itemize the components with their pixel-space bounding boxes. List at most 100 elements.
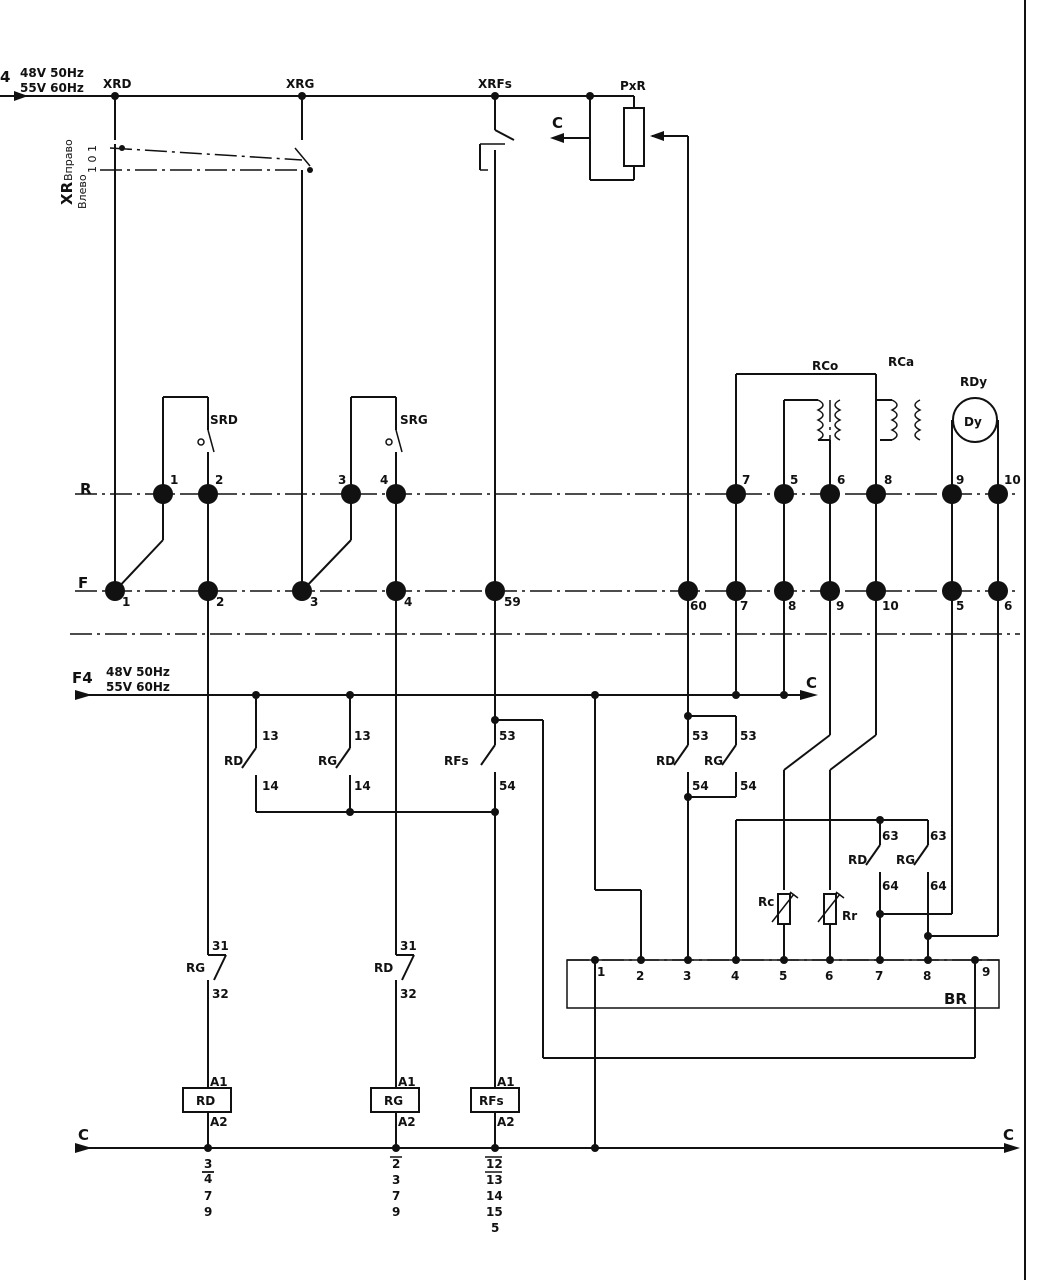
br-box: [566, 959, 1000, 1009]
f-bus: F 1 2 3 4 59 60 7 8 9 10 5 6: [75, 574, 1020, 613]
ref-rd-1: 4: [204, 1172, 212, 1186]
r-term-4: 4: [380, 473, 388, 487]
rg-int-name: RG: [186, 961, 205, 975]
rfs-53: 53: [499, 729, 516, 743]
rd-32: 32: [400, 987, 417, 1001]
br-pin-1: 1: [597, 965, 605, 979]
br-pin-3: 3: [683, 969, 691, 983]
f-term-8: 8: [788, 599, 796, 613]
br-block: BR 1 2 3 4 5 6 7 8 9: [566, 956, 1000, 1009]
br-pin-5: 5: [779, 969, 787, 983]
r-term-1: 1: [170, 473, 178, 487]
rfs-54: 54: [499, 779, 516, 793]
mid-supply: F4 48V 50Hz 55V 60Hz C: [72, 591, 818, 700]
rg-13: 13: [354, 729, 371, 743]
rd-14: 14: [262, 779, 279, 793]
r-term-5: 5: [790, 473, 798, 487]
pot-body: [623, 107, 645, 167]
r-term-7: 7: [742, 473, 750, 487]
dy-label: Dy: [964, 415, 982, 429]
br-pin-8: 8: [923, 969, 931, 983]
rg3-name: RG: [896, 853, 915, 867]
pot-c-label: C: [552, 114, 563, 132]
rg3-64: 64: [930, 879, 947, 893]
rd2-name: RD: [656, 754, 675, 768]
ref-rfs-3: 15: [486, 1205, 503, 1219]
relay-rd: A1 RD A2: [182, 1075, 232, 1148]
f-bus-label: F: [78, 574, 88, 592]
ref-rd-0: 3: [204, 1157, 212, 1171]
rd-rg-contact-63-64: 63 63 RD RG 64 64: [735, 591, 999, 960]
ref-rfs-1: 13: [486, 1173, 503, 1187]
br-pin-4: 4: [731, 969, 739, 983]
f-term-4: 4: [404, 595, 412, 609]
relay-rfs: A1 RFs A2: [470, 1075, 520, 1148]
ref-rd-3: 9: [204, 1205, 212, 1219]
f-term-6: 6: [1004, 599, 1012, 613]
xr-label: XR: [58, 181, 76, 205]
top-supply: 4 48V 50Hz 55V 60Hz XRD XRG XRFs: [0, 66, 594, 101]
rdy-label: RDy: [960, 375, 987, 389]
r-term-10: 10: [1004, 473, 1021, 487]
ref-rg-0: 2: [392, 1157, 400, 1171]
supply-mid-line2: 55V 60Hz: [106, 680, 170, 694]
rfs-a1: A1: [497, 1075, 515, 1089]
xr-selector: XR Вправо Влево 1 0 1: [58, 96, 313, 591]
refs-rfs: 12 13 14 15 5: [485, 1156, 503, 1235]
rc-resistor: Rc: [758, 891, 799, 960]
rd-int-name: RD: [374, 961, 393, 975]
r-term-2: 2: [215, 473, 223, 487]
f-term-9: 9: [836, 599, 844, 613]
rg-31: 31: [212, 939, 229, 953]
xrd-label: XRD: [103, 77, 131, 91]
br-pin-9: 9: [982, 965, 990, 979]
f-term-2: 2: [216, 595, 224, 609]
rd3-63: 63: [882, 829, 899, 843]
pot-label: PxR: [620, 79, 646, 93]
srg-switch: SRG: [350, 396, 428, 494]
rd3-name: RD: [848, 853, 867, 867]
rfs-coil-name: RFs: [479, 1094, 504, 1108]
rg2-53: 53: [740, 729, 757, 743]
rg-coil-name: RG: [384, 1094, 403, 1108]
rg-14: 14: [354, 779, 371, 793]
relay-rg: A1 RG A2: [370, 1075, 420, 1148]
xrfs-label: XRFs: [478, 77, 512, 91]
r-term-9: 9: [956, 473, 964, 487]
supply-top-line2: 55V 60Hz: [20, 81, 84, 95]
r-bus: R 1 2 3 4 7 5 6 8 9 10: [75, 473, 1021, 504]
rco-label: RCo: [812, 359, 838, 373]
rfs-name: RFs: [444, 754, 469, 768]
r-bus-label: R: [80, 480, 92, 498]
f-term-1: 1: [122, 595, 130, 609]
rr-resistor: Rr: [817, 891, 857, 960]
f-term-10: 10: [882, 599, 899, 613]
xr-right-label: Вправо: [62, 139, 75, 181]
rg3-63: 63: [930, 829, 947, 843]
xrfs-button: [479, 96, 515, 591]
rd-contact-13-14: 13 RD 14: [224, 695, 279, 812]
mid-c-label: C: [806, 674, 817, 692]
rca-label: RCa: [888, 355, 914, 369]
rg-a2: A2: [398, 1115, 416, 1129]
srg-label: SRG: [400, 413, 428, 427]
f-term-60: 60: [690, 599, 707, 613]
rd3-64: 64: [882, 879, 899, 893]
br-pin-6: 6: [825, 969, 833, 983]
ref-rg-3: 9: [392, 1205, 400, 1219]
r-term-8: 8: [884, 473, 892, 487]
ref-rfs-0: 12: [486, 1157, 503, 1171]
rr-label: Rr: [842, 909, 857, 923]
rfs-contact-53-54: 53 RFs 54: [444, 716, 544, 1058]
ref-rfs-4: 5: [491, 1221, 499, 1235]
supply-top-line1: 48V 50Hz: [20, 66, 84, 80]
rd-31: 31: [400, 939, 417, 953]
rg2-name: RG: [704, 754, 723, 768]
br-pin-7: 7: [875, 969, 883, 983]
rd-rg-contact-53-54: 53 53 RD RG 54 54: [656, 712, 757, 960]
rd-a1: A1: [210, 1075, 228, 1089]
rd2-54: 54: [692, 779, 709, 793]
r-term-6: 6: [837, 473, 845, 487]
xrg-label: XRG: [286, 77, 314, 91]
rg-32: 32: [212, 987, 229, 1001]
